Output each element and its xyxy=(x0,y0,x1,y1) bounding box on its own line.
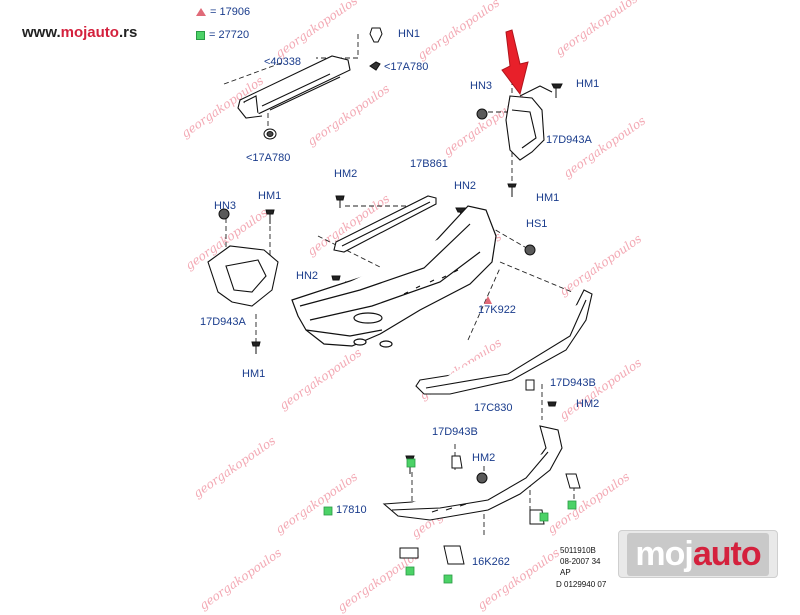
part-label: 16K262 xyxy=(472,556,510,568)
part-label: HN2 xyxy=(454,180,477,192)
trim-strip xyxy=(333,195,437,253)
logo-part-1: moj xyxy=(635,534,693,573)
reference-line: D 0129940 07 xyxy=(556,580,607,589)
part-label: 17B861 xyxy=(410,158,448,170)
site-accent: mojauto xyxy=(60,24,119,41)
site-prefix: www. xyxy=(22,24,61,41)
part-label: <17A780 xyxy=(246,152,291,164)
screw-set-upper xyxy=(476,83,563,197)
part-label: HN3 xyxy=(214,200,237,212)
bracket-right xyxy=(505,85,553,161)
bottom-clips xyxy=(399,455,581,565)
part-label: HM1 xyxy=(536,192,560,204)
part-label: HM1 xyxy=(242,368,266,380)
part-label: <40338 xyxy=(264,56,302,68)
part-label: 17810 xyxy=(336,504,367,516)
highlight-arrow xyxy=(501,29,529,96)
reference-line: AP xyxy=(560,568,571,577)
part-label: <17A780 xyxy=(384,61,429,73)
logo-part-2: auto xyxy=(692,534,762,573)
site-url: www.mojauto.rs xyxy=(22,24,137,41)
part-label: HM1 xyxy=(258,190,282,202)
part-label: HM1 xyxy=(576,78,600,90)
screw-set-left xyxy=(218,208,275,354)
part-label: HN1 xyxy=(398,28,421,40)
parts-diagram: www.mojauto.rs = 17906 = 27720 georgakop… xyxy=(22,0,778,615)
square-markers xyxy=(323,458,577,584)
legend-text: = 17906 xyxy=(210,6,251,18)
triangle-marker-icon xyxy=(196,8,206,16)
part-label: HN2 xyxy=(296,270,319,282)
part-label: 17D943A xyxy=(200,316,246,328)
part-label: 17D943B xyxy=(550,377,596,389)
reference-line: 5011910B xyxy=(560,546,596,555)
part-label: HM2 xyxy=(472,452,496,464)
legend-row-triangle: = 17906 xyxy=(196,6,250,18)
part-label: 17C830 xyxy=(474,402,513,414)
parts-drawing xyxy=(207,27,593,584)
site-suffix: .rs xyxy=(118,24,138,41)
clip-parts xyxy=(263,27,383,140)
triangle-markers xyxy=(484,296,492,304)
legend-text: = 27720 xyxy=(209,29,250,41)
bumper-reinforcement xyxy=(237,55,351,119)
part-label: 17D943B xyxy=(432,426,478,438)
bumper-cover xyxy=(291,205,497,348)
bracket-left xyxy=(207,245,279,307)
part-label: 17D943A xyxy=(546,134,592,146)
lower-strip xyxy=(415,289,593,395)
square-marker-icon xyxy=(196,30,205,40)
legend-row-square: = 27720 xyxy=(196,29,249,41)
screw-set-right xyxy=(525,379,557,407)
part-label: HS1 xyxy=(526,218,548,230)
part-label: 17K922 xyxy=(478,304,516,316)
lower-skirt xyxy=(382,425,563,521)
mojauto-logo: mojauto xyxy=(618,530,778,578)
part-label: HM2 xyxy=(334,168,358,180)
part-label: HM2 xyxy=(576,398,600,410)
part-label: HN3 xyxy=(470,80,493,92)
reference-line: 08-2007 34 xyxy=(560,557,601,566)
